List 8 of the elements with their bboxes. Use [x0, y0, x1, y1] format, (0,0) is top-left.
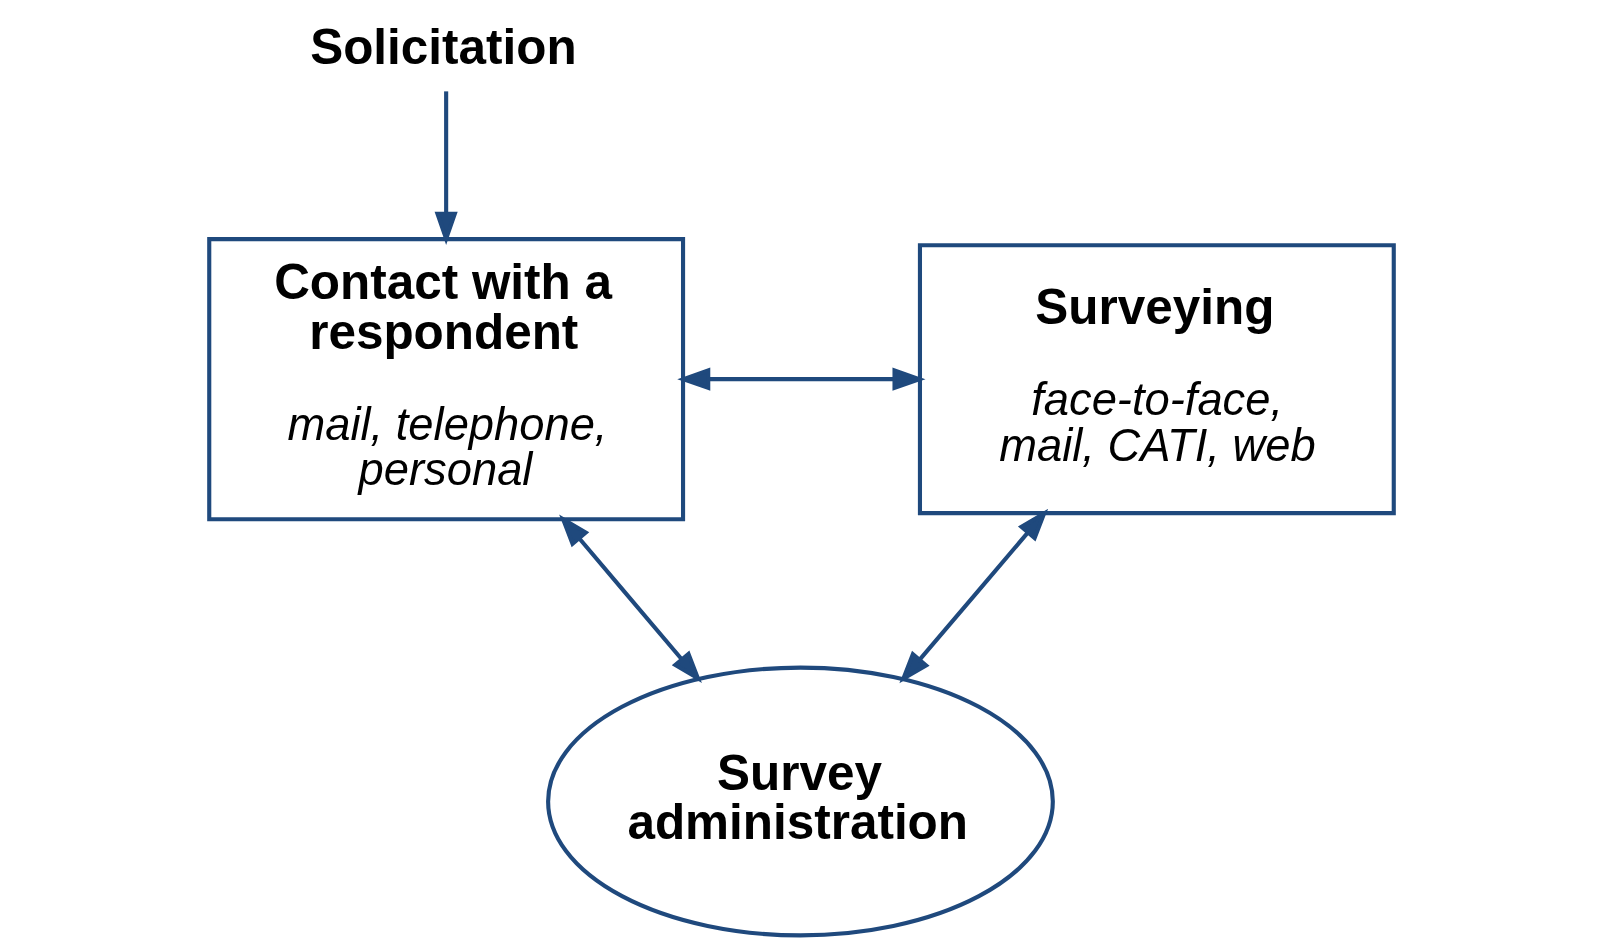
arrow — [558, 514, 702, 684]
node-box: Surveying face-to-face, mail, CATI, web — [917, 243, 1396, 516]
arrow — [676, 367, 925, 391]
node-ellipse: Survey administration — [545, 665, 1055, 938]
node-box: Contact with a respondent mail, telephone, personal — [206, 237, 685, 522]
node-text: Solicitation — [309, 19, 577, 75]
arrow — [898, 508, 1048, 684]
arrow — [434, 91, 458, 245]
